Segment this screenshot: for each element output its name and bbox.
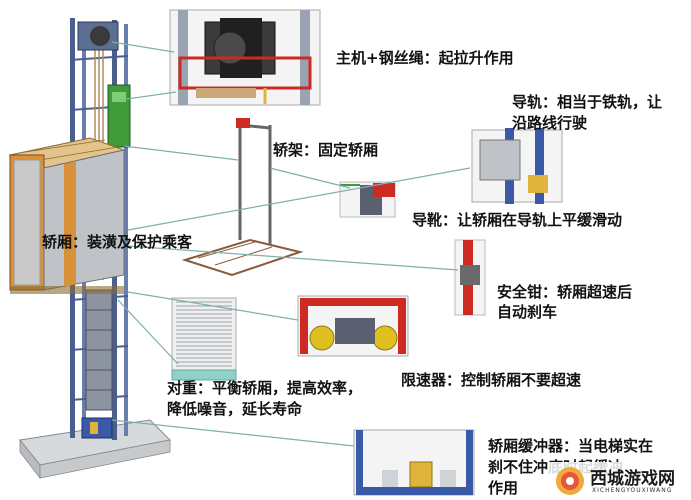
car-label: 轿厢：装潢及保护乘客 (42, 233, 193, 251)
car-frame-label: 轿架：固定轿厢 (273, 141, 379, 159)
car-frame-inset (181, 118, 304, 277)
safety-gear-label-line1: 安全钳：轿厢超速后 (497, 283, 633, 301)
watermark-name: 西城游戏网 (590, 469, 675, 489)
elevator-car (8, 137, 126, 294)
guide-rail-label-line1: 导轨：相当于铁轨，让 (512, 93, 663, 111)
counterweight-inset (171, 297, 237, 381)
safety-gear-label-line2: 自动刹车 (497, 303, 558, 321)
buffer-label-line1: 轿厢缓冲器：当电梯实在 (488, 437, 654, 455)
governor-label: 限速器：控制轿厢不要超速 (401, 371, 582, 389)
buffer-label-line3: 作用 (488, 479, 519, 497)
governor-inset (297, 295, 409, 357)
buffer-inset (353, 429, 475, 496)
leader-lines (111, 41, 471, 447)
hoist-inset (169, 9, 321, 106)
watermark-logo (548, 462, 691, 500)
guide-rail-label-line2: 沿路线行驶 (512, 114, 588, 132)
hoist-label: 主机+钢丝绳：起拉升作用 (336, 49, 514, 67)
watermark-url: XICHENGYOUXIWANG (592, 487, 673, 494)
counterweight-label-line2: 降低噪音，延长寿命 (167, 400, 303, 418)
guide-shoe-inset (339, 181, 396, 218)
guide-shoe-label: 导靴：让轿厢在导轨上平缓滑动 (412, 211, 623, 229)
counterweight-label-line1: 对重：平衡轿厢，提高效率， (167, 379, 363, 397)
safety-gear-inset (454, 239, 486, 316)
guide-rail-inset (471, 128, 563, 204)
